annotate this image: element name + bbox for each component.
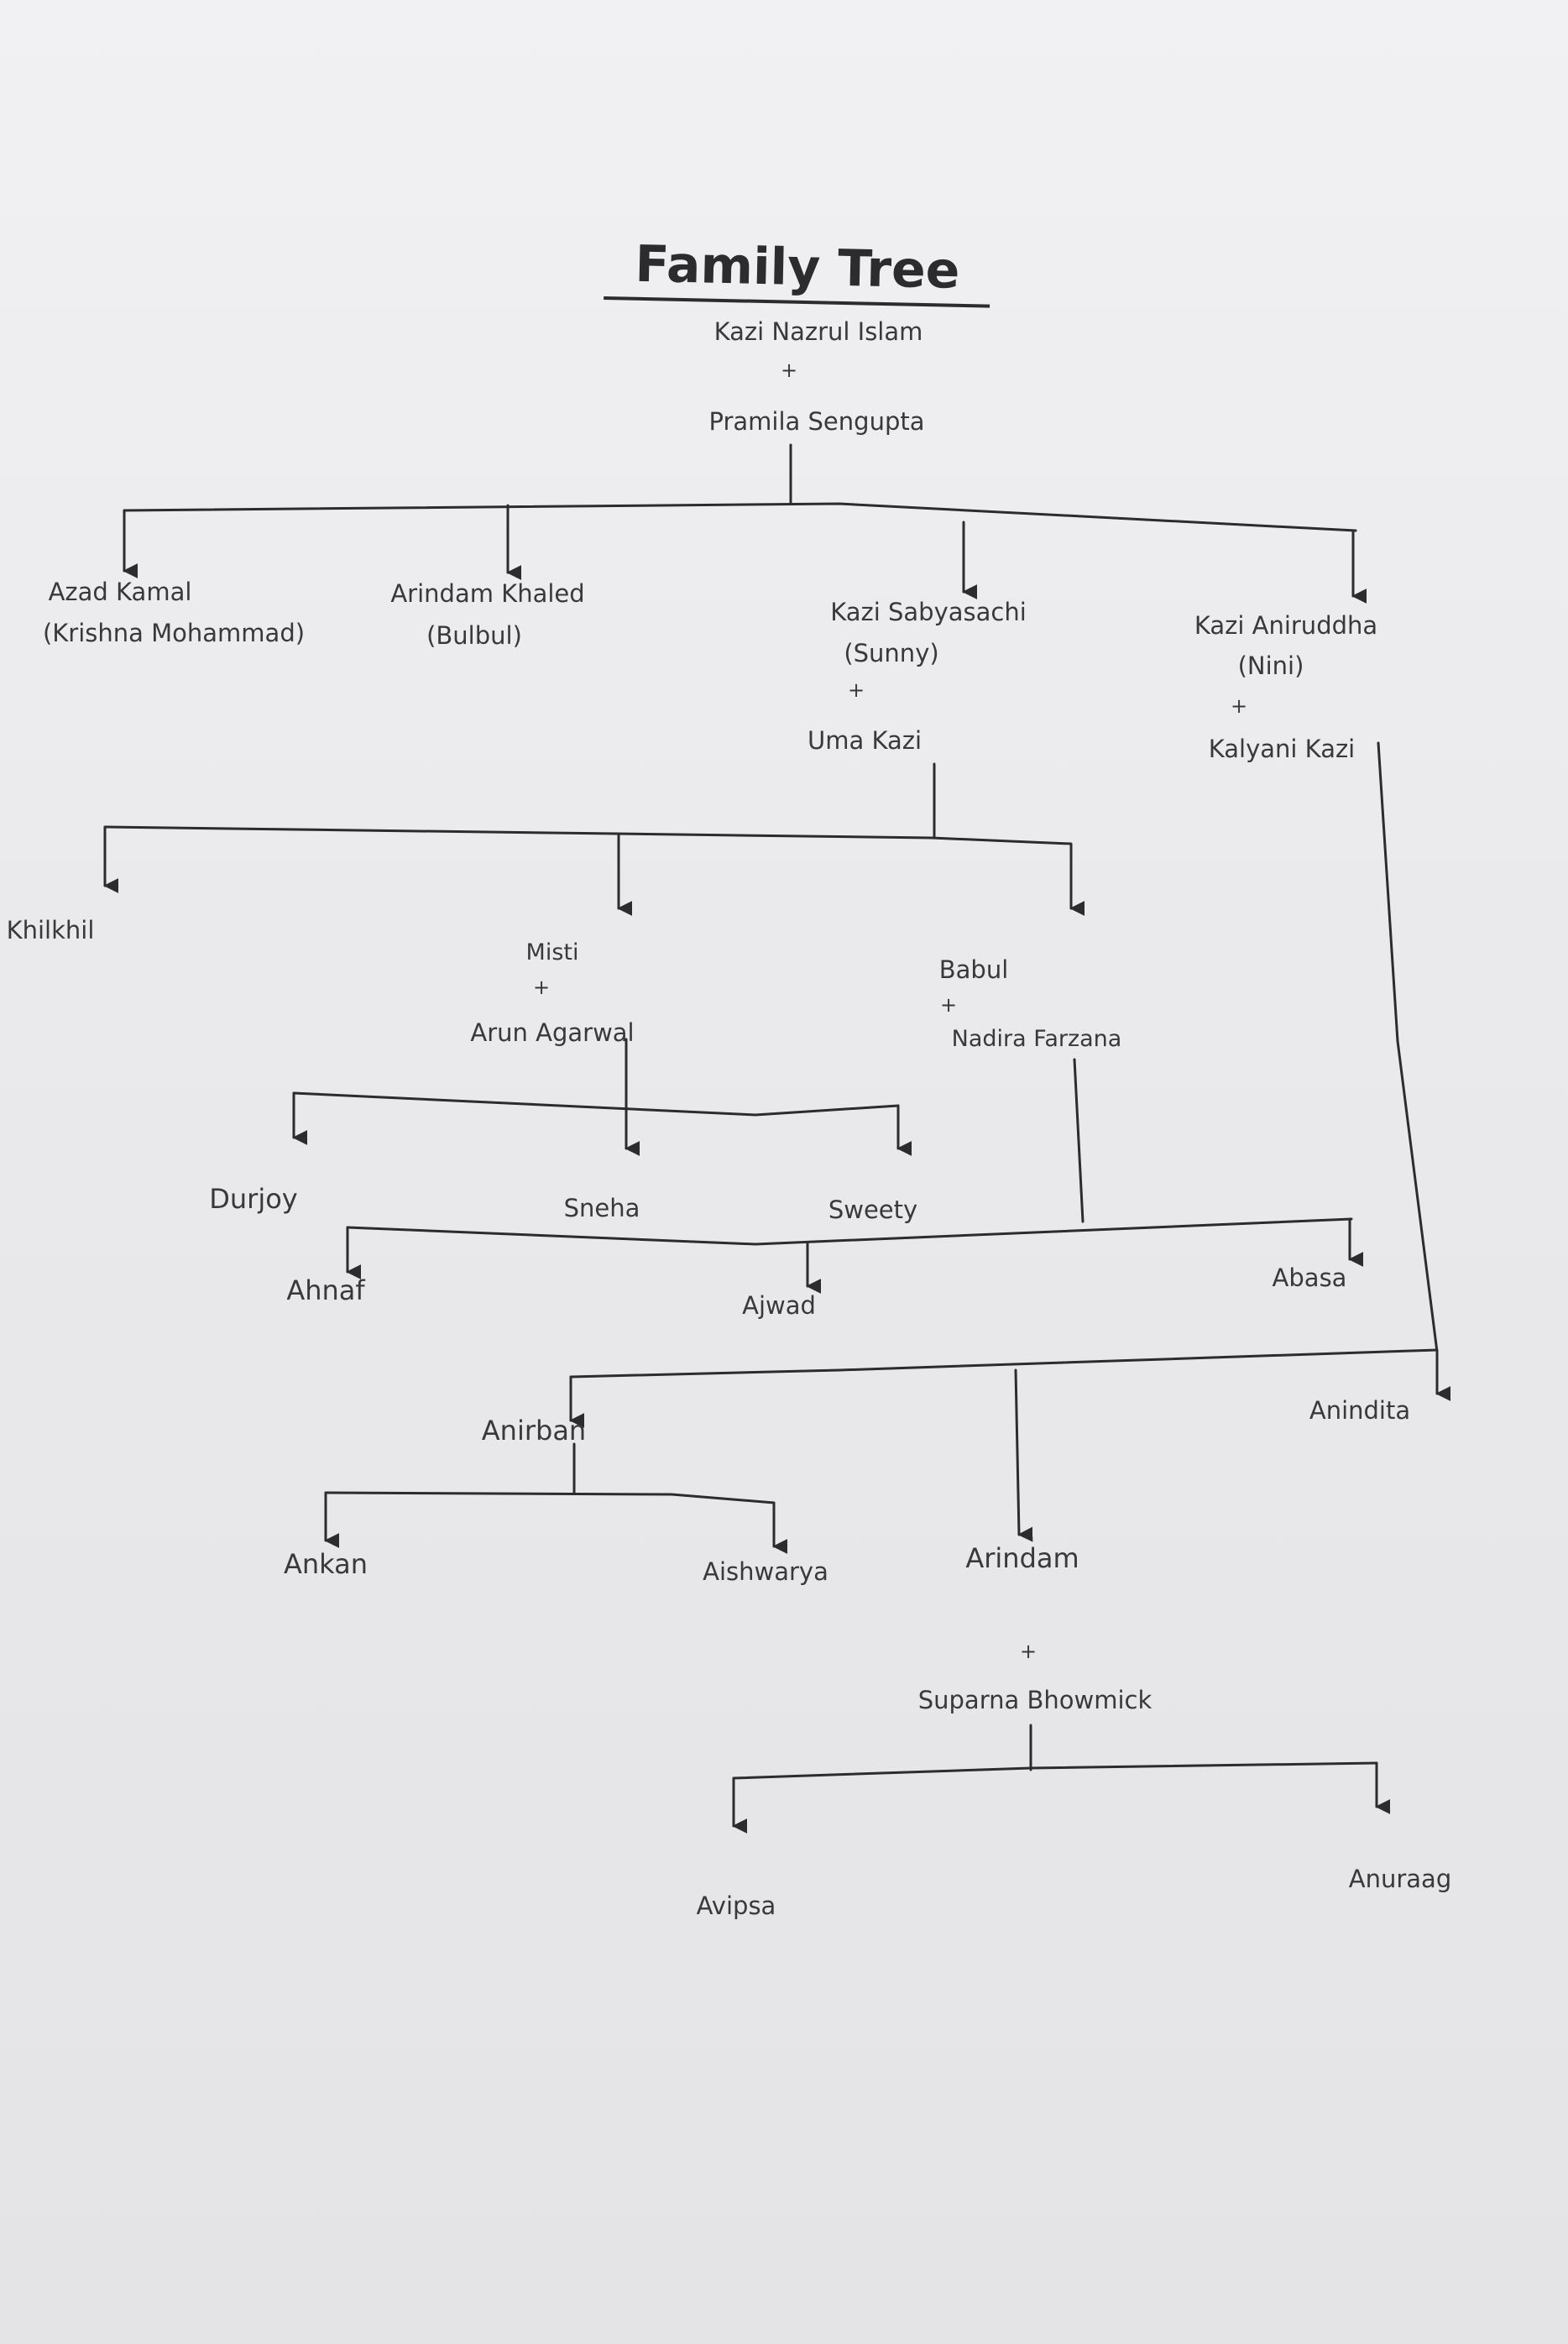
person-arindam: Arindam xyxy=(965,1542,1079,1574)
spouse-plus-sign: + xyxy=(939,993,958,1017)
person-misti: Misti xyxy=(525,939,579,965)
edge-arindam-bar xyxy=(732,1761,1378,1780)
spouse-plus-sign: + xyxy=(532,976,551,999)
person-ankan: Ankan xyxy=(283,1548,368,1580)
person-kazi-aniruddha: Kazi Aniruddha xyxy=(1194,611,1378,640)
edge-aniruddha-bar xyxy=(569,1348,1439,1379)
person-pramila-sengupta: Pramila Sengupta xyxy=(708,407,925,436)
edge-sabyasachi-bar xyxy=(103,825,1072,845)
spouse-plus-sign: + xyxy=(1019,1640,1037,1663)
person-aishwarya: Aishwarya xyxy=(703,1557,828,1586)
person-anuraag: Anuraag xyxy=(1348,1865,1452,1893)
person-kazi-sabyasachi: Kazi Sabyasachi xyxy=(830,598,1027,626)
person-kazi-nazrul-islam: Kazi Nazrul Islam xyxy=(713,317,923,346)
person-sneha: Sneha xyxy=(563,1194,640,1222)
person-azad-kamal-alias: (Krishna Mohammad) xyxy=(42,619,306,647)
person-sweety: Sweety xyxy=(828,1196,918,1224)
edge-babul-bar xyxy=(346,1217,1353,1246)
person-ajwad: Ajwad xyxy=(742,1291,816,1320)
person-kazi-aniruddha-alias: (Nini) xyxy=(1237,651,1304,680)
edge-babul-trunk xyxy=(1073,1058,1085,1223)
spouse-plus-sign: + xyxy=(1230,694,1248,718)
person-anirban: Anirban xyxy=(481,1415,587,1447)
person-kazi-sabyasachi-alias: (Sunny) xyxy=(844,639,939,667)
person-kalyani-kazi: Kalyani Kazi xyxy=(1208,735,1356,763)
person-khilkhil: Khilkhil xyxy=(6,916,95,944)
person-arun-agarwal: Arun Agarwal xyxy=(470,1018,635,1047)
person-avipsa: Avipsa xyxy=(696,1891,776,1920)
edge-anirban-bar xyxy=(324,1491,776,1504)
person-uma-kazi: Uma Kazi xyxy=(807,726,923,755)
edge-nazrul-children-bar xyxy=(123,502,1357,532)
person-arindam-khaled-alias: (Bulbul) xyxy=(426,621,522,650)
person-durjoy: Durjoy xyxy=(209,1183,298,1215)
edge-to-arindam xyxy=(1014,1368,1033,1542)
person-suparna-bhowmick: Suparna Bhowmick xyxy=(917,1686,1152,1714)
page-title: Family Tree xyxy=(604,231,991,308)
edge-misti-bar xyxy=(292,1091,900,1117)
spouse-plus-sign: + xyxy=(780,358,798,382)
person-azad-kamal: Azad Kamal xyxy=(48,578,192,606)
spouse-plus-sign: + xyxy=(847,678,865,702)
edge-aniruddha-line xyxy=(1377,741,1439,1353)
person-anindita: Anindita xyxy=(1309,1396,1411,1425)
person-abasa: Abasa xyxy=(1272,1264,1347,1292)
person-ahnaf: Ahnaf xyxy=(286,1274,365,1306)
person-babul: Babul xyxy=(938,955,1009,984)
person-nadira-farzana: Nadira Farzana xyxy=(951,1026,1122,1052)
person-arindam-khaled: Arindam Khaled xyxy=(390,579,585,608)
